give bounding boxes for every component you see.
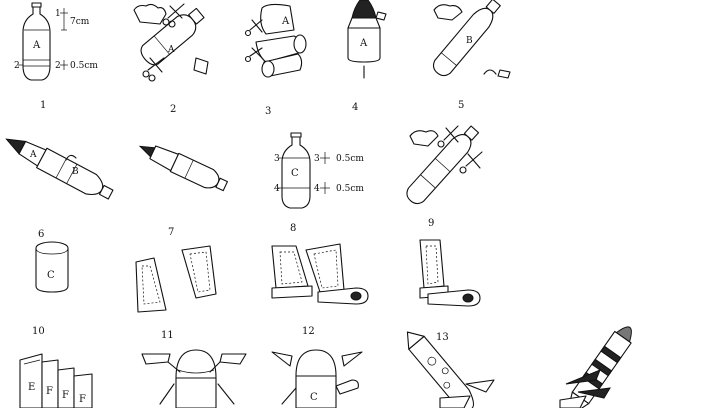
panel-3-rolling: A — [244, 3, 307, 78]
dimension-0-5cm-c2: 0.5cm — [336, 184, 364, 194]
bottle-label-a: A — [32, 40, 41, 51]
scissors-icon — [244, 19, 263, 37]
scissors-icon — [437, 125, 459, 148]
panel-decorated-rocket — [406, 331, 495, 408]
step-number-4: 4 — [352, 102, 358, 113]
panel-2-cutting: A — [133, 3, 209, 82]
body-label-b: B — [72, 167, 79, 177]
body-ring-label-c: C — [310, 392, 318, 403]
panel-dome-fins-2: C — [271, 349, 363, 408]
cut-mark-1: 1 — [55, 9, 61, 19]
panel-5-bottle-b: B — [432, 0, 511, 79]
cut-mark-3-right: 3 — [314, 154, 320, 164]
panel-10-ring-c: C — [35, 241, 69, 293]
bottle-label-b: B — [466, 36, 473, 46]
panel-7-assembled — [138, 145, 228, 192]
step-number-6: 6 — [38, 229, 44, 240]
step-number-5: 5 — [458, 100, 464, 111]
body-label-a: A — [29, 150, 37, 160]
cut-mark-2-left: 2 — [14, 61, 20, 71]
panel-12-fins-ring — [271, 243, 369, 305]
step-number-1: 1 — [40, 100, 46, 111]
scissors-icon — [244, 47, 263, 63]
fin-label-f1: F — [46, 386, 53, 397]
scissors-icon — [142, 57, 165, 82]
step-number-10: 10 — [32, 326, 45, 337]
panel-1-bottle-a: A 2 1 7cm 2 0.5cm — [14, 2, 98, 81]
step-number-3: 3 — [265, 106, 271, 117]
cut-mark-4-left: 4 — [274, 184, 280, 194]
panel-4-nose-cone: A — [347, 0, 387, 79]
step-number-11: 11 — [161, 330, 174, 341]
step-number-2: 2 — [170, 104, 176, 115]
scissors-icon — [459, 151, 483, 174]
fin-label-e: E — [28, 382, 35, 393]
panel-11-fin-templates — [135, 245, 217, 313]
panel-finished-rocket — [559, 326, 632, 408]
bottle-label-c: C — [291, 168, 299, 179]
dimension-0-5cm-a: 0.5cm — [70, 61, 98, 71]
ring-label-c: C — [47, 270, 55, 281]
step-number-13: 13 — [436, 332, 449, 343]
scissors-icon — [162, 3, 185, 28]
panel-dome-fins-1 — [141, 349, 247, 408]
bottle-label-a-roll: A — [281, 16, 290, 27]
tube-label-a: A — [359, 38, 368, 49]
bottle-label-a-small: A — [167, 45, 175, 55]
panel-9-cutting-c — [406, 125, 483, 205]
step-number-9: 9 — [428, 218, 434, 229]
panel-fin-strips: E F F F — [19, 353, 93, 408]
step-number-8: 8 — [290, 223, 296, 234]
cut-mark-2-right: 2 — [55, 61, 61, 71]
fin-label-f3: F — [79, 394, 86, 405]
step-numbers: 1 2 3 4 5 6 7 8 9 10 11 12 13 — [32, 100, 464, 343]
panel-6-assembled: A B — [5, 138, 114, 200]
panel-8-bottle-c: C 3 4 3 0.5cm 4 0.5cm — [274, 132, 364, 209]
dimension-7cm: 7cm — [70, 17, 90, 27]
panel-13-fins-ring — [419, 239, 481, 307]
step-number-12: 12 — [302, 326, 315, 337]
fin-label-f2: F — [62, 390, 69, 401]
cut-mark-4-right: 4 — [314, 184, 320, 194]
dimension-0-5cm-c1: 0.5cm — [336, 154, 364, 164]
step-number-7: 7 — [168, 227, 174, 238]
cut-mark-3-left: 3 — [274, 154, 280, 164]
